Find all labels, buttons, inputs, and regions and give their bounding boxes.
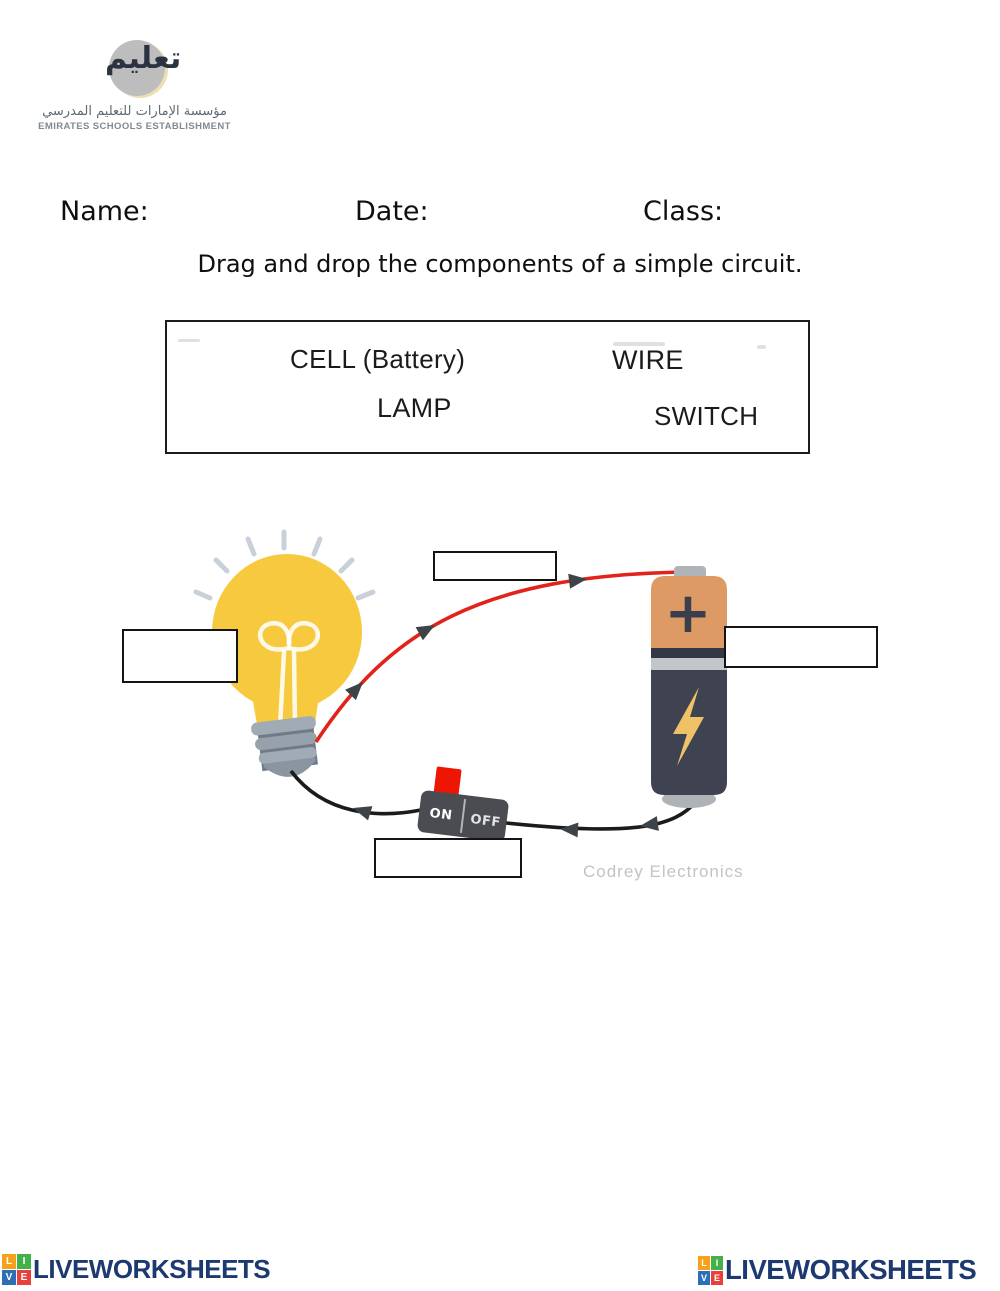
circuit-diagram: + ON OFF [193,529,727,842]
drop-zone-cell[interactable] [724,626,878,668]
battery-gray-band [651,658,727,670]
switch-off-label: OFF [470,812,502,831]
watermark: Codrey Electronics [583,862,744,881]
liveworksheets-icon: L I V E [698,1255,723,1285]
icon-tile-l: L [2,1254,16,1269]
word-wire[interactable]: WIRE [612,345,684,375]
liveworksheets-logo-left[interactable]: L I V E LIVEWORKSHEETS [2,1254,271,1285]
erased-mark [613,342,665,346]
switch-divider [459,799,467,833]
bulb-base [251,716,318,777]
name-label: Name: [60,196,149,227]
icon-tile-e: E [17,1270,31,1285]
icon-tile-i: I [17,1254,31,1269]
bulb-rays-icon [193,529,376,601]
brand-text: LIVEWORKSHEETS [33,1254,271,1284]
logo-calligraphy: تعليم [105,41,182,76]
current-arrow-icons [345,573,659,838]
icon-tile-v: V [698,1270,710,1285]
icon-tile-e: E [711,1270,723,1285]
icon-tile-v: V [2,1270,16,1285]
school-logo-icon [109,40,165,96]
word-bank-box [165,320,810,454]
drop-zone-lamp[interactable] [122,629,238,683]
switch: ON OFF [417,766,509,842]
switch-button [433,766,462,799]
wire-black-left [289,769,422,816]
instruction-title: Drag and drop the components of a simple… [197,250,803,278]
class-label: Class: [643,196,724,227]
drop-zone-switch[interactable] [374,838,522,878]
icon-tile-i: I [711,1255,723,1270]
logo-arabic-name: مؤسسة الإمارات للتعليم المدرسي [42,104,227,119]
battery-plus-sign: + [665,581,712,646]
battery-dark-band [651,648,727,658]
battery-positive-section [651,576,727,648]
erased-mark [757,345,766,349]
icon-tile-l: L [698,1255,710,1270]
bulb-filament [257,620,321,730]
liveworksheets-logo-right[interactable]: L I V E LIVEWORKSHEETS [698,1254,977,1286]
switch-on-label: ON [429,806,454,824]
word-switch[interactable]: SWITCH [654,401,759,431]
word-cell-battery[interactable]: CELL (Battery) [290,344,466,374]
brand-text: LIVEWORKSHEETS [725,1254,977,1285]
lightning-bolt-icon [673,687,704,766]
drop-zone-wire[interactable] [433,551,557,581]
wire-black-right [505,798,699,831]
liveworksheets-icon: L I V E [2,1254,31,1285]
logo-english-name: EMIRATES SCHOOLS ESTABLISHMENT [38,121,231,132]
battery: + [651,566,727,808]
date-label: Date: [355,196,429,227]
word-lamp[interactable]: LAMP [377,393,452,423]
erased-mark [178,339,200,342]
wire-red [314,570,689,743]
